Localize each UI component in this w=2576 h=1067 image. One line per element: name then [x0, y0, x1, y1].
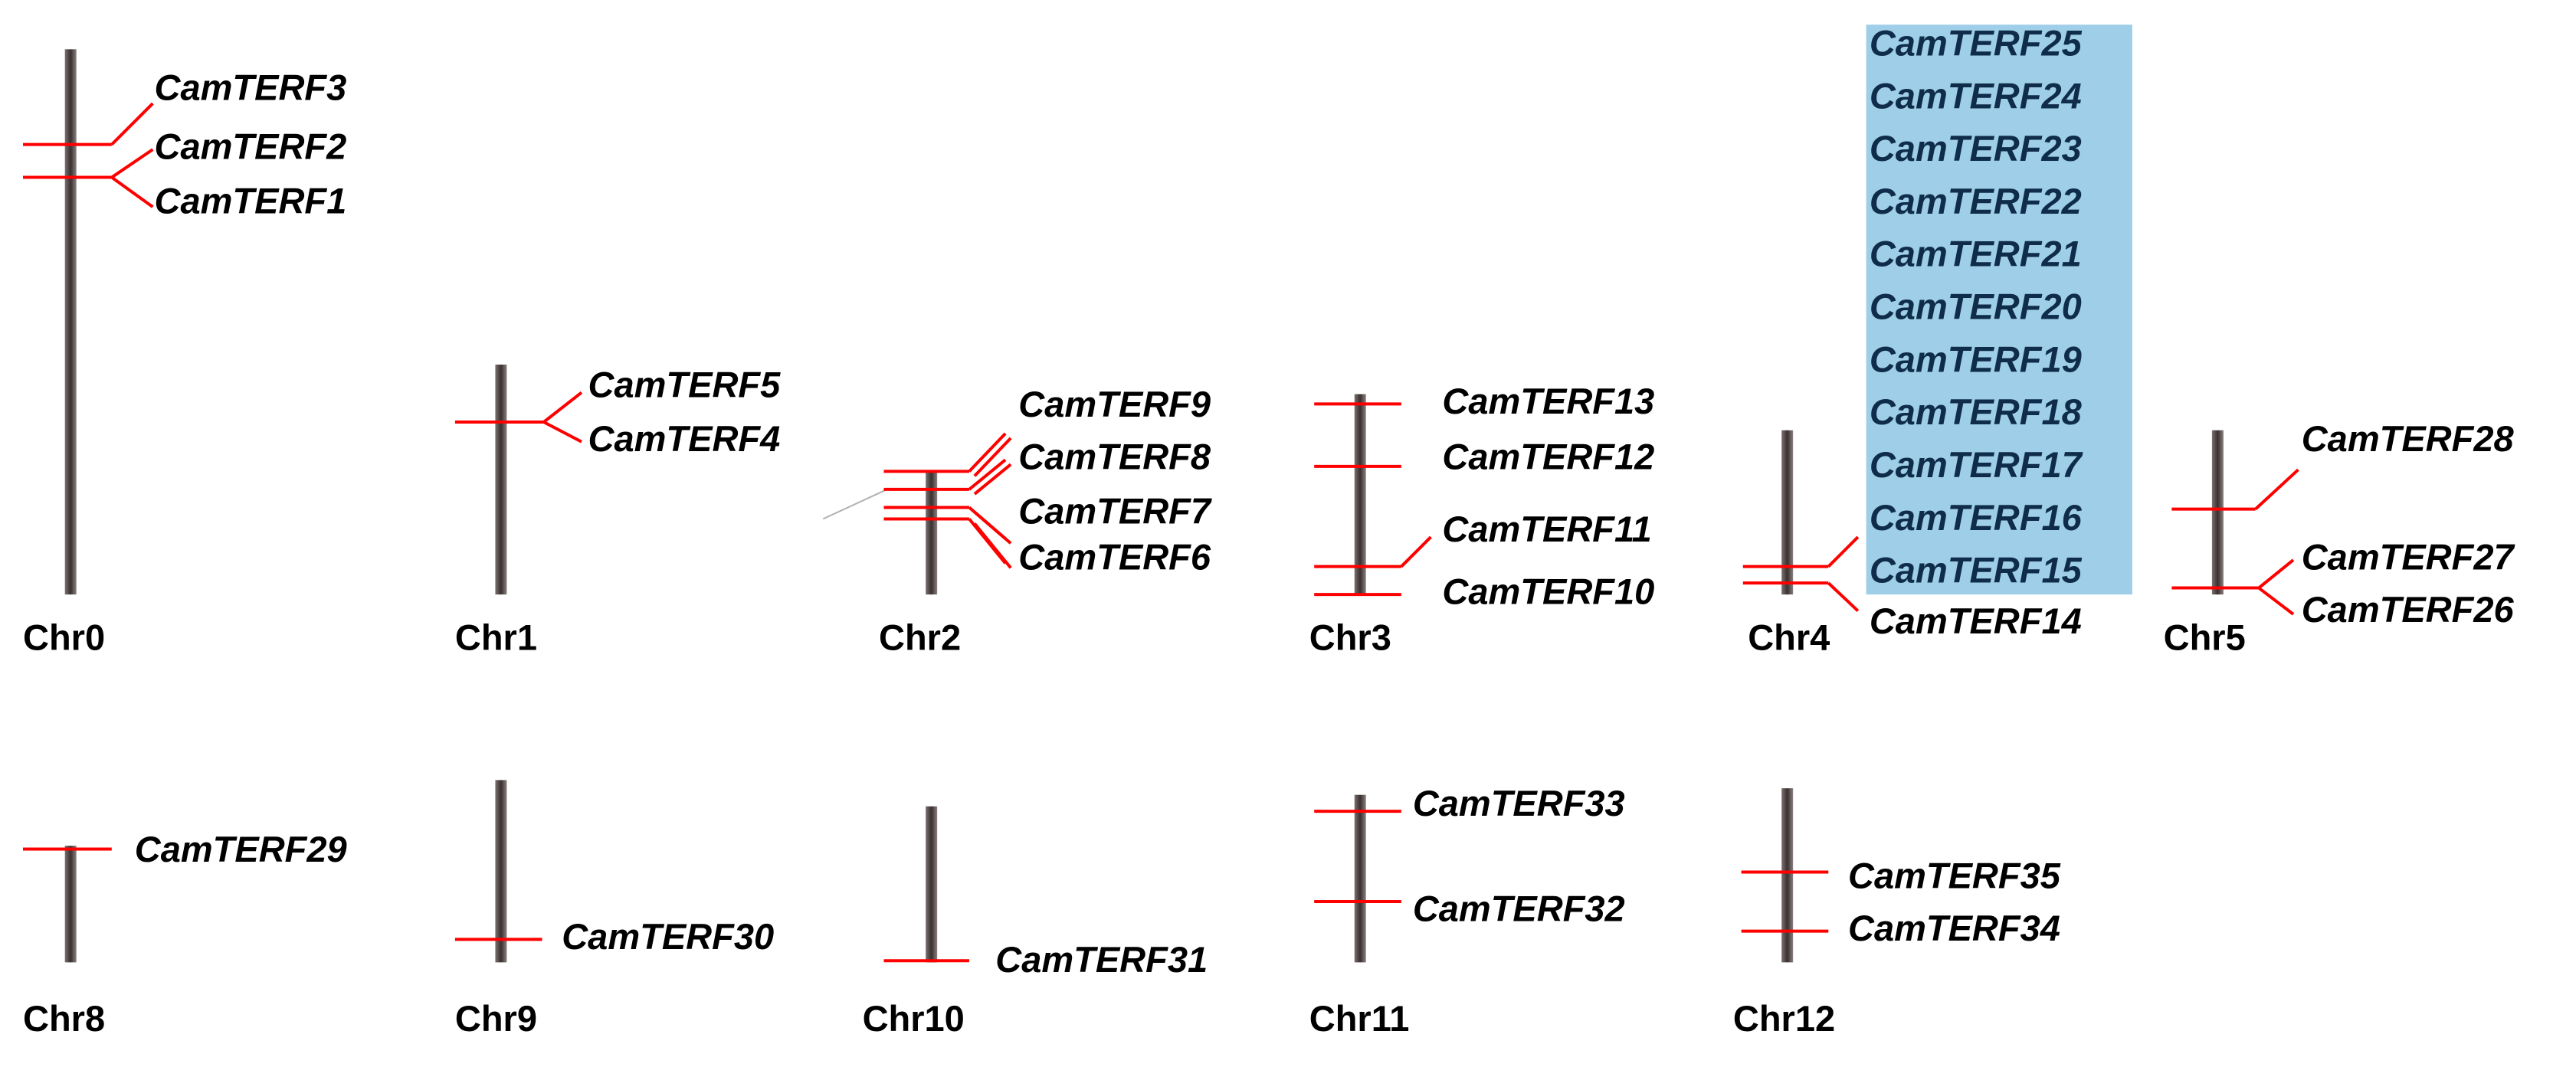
gene-label-camterf35: CamTERF35 [1848, 855, 2061, 895]
gene-label-camterf23: CamTERF23 [1870, 128, 2082, 169]
gene-connector-camterf27 [2257, 558, 2295, 590]
gene-label-camterf27: CamTERF27 [2302, 537, 2515, 578]
gene-label-camterf2: CamTERF2 [155, 126, 347, 167]
gene-connector-camterf28 [2254, 468, 2299, 511]
gene-label-camterf13: CamTERF13 [1442, 381, 1654, 421]
gene-label-camterf14: CamTERF14 [1870, 601, 2082, 641]
chromosome-bar-chr0 [64, 49, 77, 595]
gene-label-camterf8: CamTERF8 [1018, 437, 1211, 477]
gene-connector-camterf16 [1827, 535, 1860, 568]
chromosome-label-chr1: Chr1 [455, 617, 537, 658]
gene-label-camterf30: CamTERF30 [562, 916, 774, 957]
guide-line [822, 489, 888, 520]
chromosome-label-chr4: Chr4 [1748, 617, 1830, 658]
gene-connector-camterf15 [1827, 581, 1860, 613]
chromosome-bar-chr3 [1354, 394, 1366, 595]
chromosome-label-chr2: Chr2 [879, 617, 961, 658]
gene-connector-camterf8-second [973, 463, 1012, 496]
chromosome-bar-chr12 [1781, 788, 1794, 963]
gene-label-camterf12: CamTERF12 [1442, 437, 1654, 477]
gene-connector-camterf26 [2257, 586, 2295, 616]
highlight-box [1866, 25, 2132, 595]
gene-label-camterf3: CamTERF3 [155, 67, 347, 107]
gene-connector-camterf2 [110, 148, 154, 179]
gene-label-camterf1: CamTERF1 [155, 180, 347, 221]
gene-label-camterf28: CamTERF28 [2302, 418, 2515, 459]
gene-connector-camterf11 [1400, 535, 1432, 568]
chromosome-bar-chr10 [926, 806, 938, 963]
gene-label-camterf7: CamTERF7 [1018, 490, 1212, 531]
gene-label-camterf10: CamTERF10 [1442, 571, 1654, 612]
gene-connector-camterf5 [542, 391, 583, 424]
gene-label-camterf32: CamTERF32 [1413, 888, 1625, 928]
chromosome-label-chr10: Chr10 [863, 998, 965, 1039]
gene-connector-camterf8 [968, 458, 1007, 491]
gene-label-camterf34: CamTERF34 [1848, 908, 2060, 948]
gene-label-camterf19: CamTERF19 [1870, 339, 2082, 379]
gene-connector-camterf9 [968, 432, 1007, 473]
gene-label-camterf17: CamTERF17 [1870, 444, 2083, 485]
gene-label-camterf26: CamTERF26 [2302, 589, 2515, 630]
gene-connector-camterf9-second [973, 437, 1012, 477]
chromosome-label-chr8: Chr8 [23, 998, 105, 1039]
chromosome-bar-chr2 [926, 471, 938, 595]
chromosome-bar-chr9 [495, 780, 507, 963]
gene-label-camterf21: CamTERF21 [1870, 234, 2082, 274]
chromosome-bar-chr4 [1781, 430, 1794, 595]
chromosome-label-chr12: Chr12 [1733, 998, 1835, 1039]
gene-label-camterf6: CamTERF6 [1018, 537, 1211, 578]
gene-label-camterf11: CamTERF11 [1442, 509, 1651, 549]
gene-label-camterf25: CamTERF25 [1870, 22, 2083, 63]
gene-label-camterf31: CamTERF31 [995, 939, 1208, 980]
gene-label-camterf24: CamTERF24 [1870, 75, 2082, 116]
chromosome-bar-chr8 [64, 846, 77, 963]
gene-label-camterf5: CamTERF5 [588, 364, 782, 404]
chromosome-bar-chr11 [1354, 794, 1366, 963]
gene-label-camterf4: CamTERF4 [588, 418, 781, 459]
gene-connector-camterf3 [110, 102, 154, 146]
chromosome-label-chr5: Chr5 [2164, 617, 2246, 658]
gene-label-camterf22: CamTERF22 [1870, 181, 2082, 221]
gene-label-camterf16: CamTERF16 [1870, 497, 2083, 538]
gene-label-camterf15: CamTERF15 [1870, 550, 2083, 591]
chromosome-bar-chr1 [495, 364, 507, 595]
gene-connector-camterf7-second [973, 510, 1012, 545]
gene-connector-camterf6-second [973, 522, 1012, 569]
chromosome-bar-chr5 [2211, 430, 2224, 595]
gene-label-camterf18: CamTERF18 [1870, 391, 2083, 432]
chromosome-label-chr0: Chr0 [23, 617, 105, 658]
chromosome-label-chr9: Chr9 [455, 998, 537, 1039]
gene-label-camterf29: CamTERF29 [135, 829, 347, 869]
gene-connector-camterf1 [110, 175, 154, 208]
gene-label-camterf20: CamTERF20 [1870, 286, 2082, 327]
chromosome-label-chr3: Chr3 [1309, 617, 1391, 658]
gene-connector-camterf4 [542, 421, 582, 443]
gene-label-camterf33: CamTERF33 [1413, 783, 1625, 823]
chromosome-label-chr11: Chr11 [1309, 998, 1410, 1039]
gene-label-camterf9: CamTERF9 [1018, 384, 1211, 424]
